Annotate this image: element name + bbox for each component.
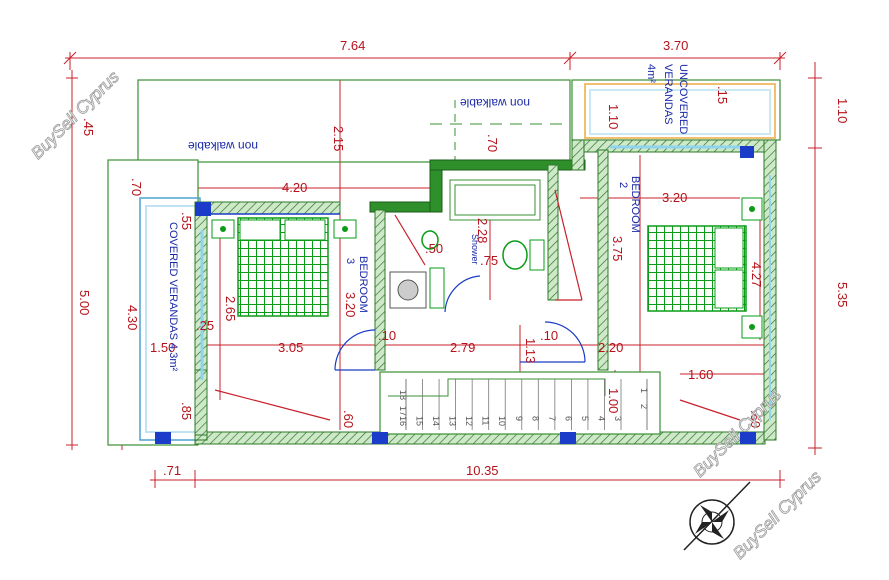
dimension-lines: [63, 51, 822, 488]
stair-step-number: 8: [530, 416, 540, 421]
dim-hall-279: 2.79: [450, 340, 475, 355]
stair-step-number: 9: [514, 416, 524, 421]
watermark-1: BuySell Cyprus: [27, 67, 123, 163]
stair-step-number: 17: [398, 406, 408, 416]
dim-bottom-60a: .60: [341, 410, 356, 428]
dim-room2-427: 4.27: [749, 262, 764, 287]
dim-top-left: 7.64: [340, 38, 365, 53]
dim-upper-215: 2.15: [331, 126, 346, 151]
stair-step-number: 1: [639, 388, 649, 393]
label-bedroom-3-num: 3: [344, 258, 356, 264]
dimension-labels: 7.64 3.70 1.10 5.35 5.00 4.30 .45 .70 .7…: [77, 38, 850, 478]
dim-room2-width: 3.20: [662, 190, 687, 205]
dim-room1-bottom: 3.05: [278, 340, 303, 355]
stair-step-number: 3: [613, 416, 623, 421]
dim-stair-160: 1.60: [688, 367, 713, 382]
stair-step-number: 2: [639, 404, 649, 409]
compass-icon: [683, 481, 751, 551]
dim-room1-depth: 2.65: [223, 296, 238, 321]
dim-room2-375: 3.75: [610, 236, 625, 261]
dim-bath-228: 2.28: [475, 218, 490, 243]
bed-room-3: [211, 217, 357, 317]
dim-room1-height: 3.20: [343, 292, 358, 317]
dim-left-top: .45: [81, 118, 96, 136]
room-labels: non walkable non walkable UNCOVERED VERA…: [167, 64, 689, 371]
stair-step-number: 12: [464, 416, 474, 426]
dim-right-top: 1.10: [835, 98, 850, 123]
dim-bath-75: .75: [480, 253, 498, 268]
label-uncovered-2: VERANDAS: [662, 64, 674, 125]
dim-stair-100: 1.00: [606, 388, 621, 413]
stair-step-number: 7: [547, 416, 557, 421]
label-non-walkable-2: non walkable: [460, 96, 530, 110]
dim-uncovered-15: .15: [715, 86, 730, 104]
dim-room1-width: 4.20: [282, 180, 307, 195]
stair-step-number: 13: [448, 416, 458, 426]
windows: [200, 145, 771, 420]
dim-uncovered-110: 1.10: [606, 104, 621, 129]
dim-bottom-60b: .60: [748, 410, 763, 428]
bed-room-2: [647, 197, 763, 339]
stair-step-number: 6: [563, 416, 573, 421]
dim-hall-10a: .10: [378, 328, 396, 343]
stair-step-number: 5: [580, 416, 590, 421]
label-shower: Shower: [470, 234, 480, 265]
dim-veranda-s3: .85: [179, 402, 194, 420]
dim-left-overall: 5.00: [77, 290, 92, 315]
label-covered-verandas: COVERED VERANDAS 4.3m²: [167, 222, 179, 371]
stair-step-number: 11: [481, 416, 491, 425]
dim-left-inner: 4.30: [125, 305, 140, 330]
label-uncovered-area: 4m²: [645, 64, 657, 83]
stair-step-number: 18: [398, 390, 408, 400]
dim-top-right: 3.70: [663, 38, 688, 53]
bathroom: [389, 179, 583, 309]
dim-veranda-inner: 1.50: [150, 340, 175, 355]
label-non-walkable-1: non walkable: [188, 139, 258, 153]
uncovered-veranda: [571, 79, 781, 141]
watermark-3: BuySell Cyprus: [729, 467, 825, 563]
dim-hall-220: 2.20: [598, 340, 623, 355]
label-uncovered-1: UNCOVERED: [677, 64, 689, 134]
dim-bottom-overall: 10.35: [466, 463, 499, 478]
label-bedroom-3: BEDROOM: [357, 256, 369, 313]
stair-step-number: 10: [497, 416, 507, 426]
stair-step-number: 15: [415, 416, 425, 426]
stair-step-number: 14: [431, 416, 441, 426]
label-bedroom-2-num: 2: [617, 182, 629, 188]
stair-step-number: 16: [398, 416, 408, 426]
dim-bath-50: .50: [425, 241, 443, 256]
dim-veranda-s1: .55: [179, 212, 194, 230]
dim-left-small: .70: [129, 178, 144, 196]
dim-veranda-s2: .25: [196, 318, 214, 333]
dim-hall-113: 1.13: [523, 338, 538, 363]
stair-outline: [388, 378, 606, 397]
stair-step-number: 4: [596, 416, 606, 421]
dim-hall-10b: .10: [540, 328, 558, 343]
dim-bottom-left: .71: [163, 463, 181, 478]
doors: [214, 275, 741, 421]
covered-veranda: [107, 159, 201, 446]
label-bedroom-2: BEDROOM: [629, 176, 641, 233]
dim-upper-70: .70: [485, 134, 500, 152]
dim-right-overall: 5.35: [835, 282, 850, 307]
